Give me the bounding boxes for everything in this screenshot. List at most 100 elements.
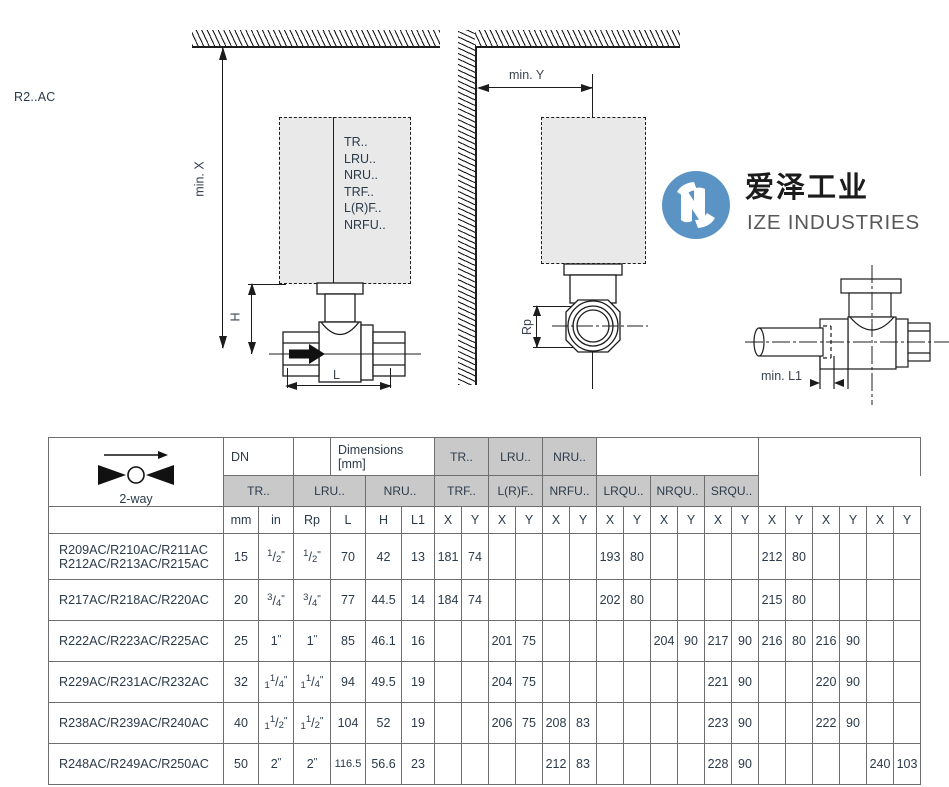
ceiling-hatching xyxy=(192,30,440,46)
cell-v-0-16 xyxy=(866,533,894,580)
subheader-h: H xyxy=(365,506,402,534)
cell-v-0-15 xyxy=(839,533,867,580)
cell-v-3-8 xyxy=(650,661,678,703)
cell-v-2-17 xyxy=(893,620,921,662)
cell-v-3-15: 90 xyxy=(839,661,867,703)
cell-v-1-4 xyxy=(542,579,570,621)
cell-dn-mm-1: 20 xyxy=(223,579,259,621)
ceiling-line-2 xyxy=(475,46,680,48)
cell-rp-2: 1" xyxy=(293,620,331,662)
rp-arrow-up xyxy=(533,305,541,316)
cell-v-2-6 xyxy=(596,620,624,662)
company-logo: 爱泽工业 IZE INDUSTRIES xyxy=(661,168,931,244)
cell-v-5-11: 90 xyxy=(731,743,759,785)
valve-centre-line xyxy=(333,117,335,360)
cell-v-4-4: 208 xyxy=(542,702,570,744)
rp-bottom-extension xyxy=(533,347,573,349)
rp-dimension-line xyxy=(536,306,538,348)
header-dimensions: Dimensions [mm] xyxy=(330,436,435,477)
subheader-y-4: Y xyxy=(677,506,705,534)
cell-v-4-15: 90 xyxy=(839,702,867,744)
cell-h-4: 52 xyxy=(365,702,402,744)
group-header-8: SRQU.. xyxy=(704,475,759,507)
wall-hatching xyxy=(458,30,475,385)
cell-v-2-10: 217 xyxy=(704,620,732,662)
cell-model-4: R238AC/R239AC/R240AC xyxy=(48,702,224,744)
subheader-x-4: X xyxy=(650,506,678,534)
cell-v-3-4 xyxy=(542,661,570,703)
dimensions-table: 2-way DN Dimensions [mm] TR.. LRU.. NRU.… xyxy=(48,436,921,785)
cell-v-2-7 xyxy=(623,620,651,662)
cell-l-4: 104 xyxy=(330,702,366,744)
two-way-caption: 2-way xyxy=(119,492,153,506)
rp-arrow-down xyxy=(533,337,541,348)
header-rp-spacer xyxy=(293,436,331,477)
cell-v-3-11: 90 xyxy=(731,661,759,703)
cell-l-0: 70 xyxy=(330,533,366,580)
min-y-arrow-left xyxy=(477,84,489,92)
min-y-dimension-line xyxy=(479,87,592,89)
cell-v-4-7 xyxy=(623,702,651,744)
cell-v-2-15: 90 xyxy=(839,620,867,662)
cell-v-5-10: 228 xyxy=(704,743,732,785)
min-x-label: min. X xyxy=(192,161,207,197)
cell-v-0-14 xyxy=(812,533,840,580)
table-header-row-units: mm in Rp L H L1 X Y X Y X Y X Y X Y X Y … xyxy=(48,506,921,534)
subheader-x-1: X xyxy=(488,506,516,534)
min-x-dimension-line xyxy=(222,48,224,348)
table-header-row-groups-2: TR.. LRU.. NRU.. TRF.. L(R)F.. NRFU.. LR… xyxy=(49,475,921,507)
group-header-spacer-b xyxy=(758,436,921,476)
group-header-5: NRFU.. xyxy=(542,475,597,507)
subheader-rp: Rp xyxy=(293,506,331,534)
cell-v-5-2 xyxy=(488,743,516,785)
cell-v-0-6: 193 xyxy=(596,533,624,580)
two-way-valve-symbol xyxy=(98,451,174,485)
cell-rp-0: 1/2" xyxy=(293,533,331,580)
cell-v-3-13 xyxy=(785,661,813,703)
group-header-6: LRQU.. xyxy=(596,475,651,507)
cell-v-3-9 xyxy=(677,661,705,703)
h-top-extension xyxy=(248,284,286,286)
logo-chinese-name: 爱泽工业 xyxy=(745,170,870,204)
subheader-mm: mm xyxy=(223,506,259,534)
cell-v-0-4 xyxy=(542,533,570,580)
cell-v-1-15 xyxy=(839,579,867,621)
min-y-label: min. Y xyxy=(509,68,545,82)
ize-logo-mark xyxy=(662,171,730,239)
subheader-x-2: X xyxy=(542,506,570,534)
cell-v-4-3: 75 xyxy=(515,702,543,744)
cell-dn-in-3: 11/4" xyxy=(258,661,294,703)
cell-v-5-12 xyxy=(758,743,786,785)
cell-v-1-16 xyxy=(866,579,894,621)
cell-dn-mm-3: 32 xyxy=(223,661,259,703)
cell-v-0-11 xyxy=(731,533,759,580)
group-header-2: NRU.. xyxy=(542,436,597,477)
subheader-in: in xyxy=(258,506,294,534)
l-label: L xyxy=(333,368,340,382)
l-dimension-line xyxy=(287,385,391,387)
cell-v-4-11: 90 xyxy=(731,702,759,744)
cell-v-0-17 xyxy=(893,533,921,580)
cell-v-3-17 xyxy=(893,661,921,703)
cell-model-1: R217AC/R218AC/R220AC xyxy=(48,579,224,621)
subheader-y-1: Y xyxy=(515,506,543,534)
cell-v-5-8 xyxy=(650,743,678,785)
cell-v-3-0 xyxy=(434,661,462,703)
cell-model-3: R229AC/R231AC/R232AC xyxy=(48,661,224,703)
subheader-y-0: Y xyxy=(461,506,489,534)
flow-direction-arrow xyxy=(289,344,325,364)
min-x-arrow-up xyxy=(219,47,227,60)
cell-v-0-8 xyxy=(650,533,678,580)
cell-l1-1: 14 xyxy=(401,579,435,621)
actuator-envelope-dashed-box xyxy=(279,117,411,284)
cell-l-1: 77 xyxy=(330,579,366,621)
cell-v-0-12: 212 xyxy=(758,533,786,580)
cell-v-2-3: 75 xyxy=(515,620,543,662)
cell-v-0-7: 80 xyxy=(623,533,651,580)
rp-top-extension xyxy=(533,306,571,308)
h-label: H xyxy=(228,312,243,322)
